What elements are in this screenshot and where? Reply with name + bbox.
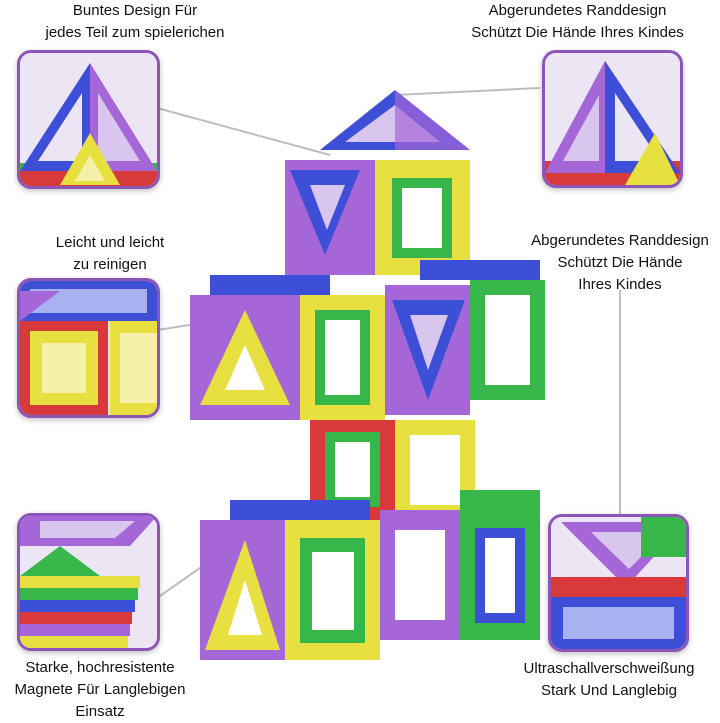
caption-mid-right: Abgerundetes Randdesign Schützt Die Händ… bbox=[525, 230, 715, 296]
caption-bottom-left: Starke, hochresistente Magnete Für Langl… bbox=[0, 657, 200, 723]
detail-thumbnail-easy-clean bbox=[17, 278, 160, 418]
magnetic-tile-robot-image bbox=[190, 90, 545, 660]
caption-line: Einsatz bbox=[75, 703, 125, 720]
caption-line: Abgerundetes Randdesign bbox=[531, 232, 709, 249]
caption-mid-left: Leicht und leicht zu reinigen bbox=[25, 232, 195, 276]
caption-line: jedes Teil zum spielerichen bbox=[45, 24, 225, 41]
caption-line: Schützt Die Hände bbox=[557, 254, 683, 271]
caption-line: Ihres Kindes bbox=[578, 276, 662, 293]
square-tile-detail-image bbox=[20, 281, 157, 415]
stacked-tiles-detail-image bbox=[20, 516, 157, 648]
caption-line: Schützt Die Hände Ihres Kindes bbox=[471, 24, 684, 41]
caption-line: Abgerundetes Randdesign bbox=[488, 2, 667, 19]
caption-line: Starke, hochresistente bbox=[25, 659, 175, 676]
caption-line: Ultraschallverschweißung bbox=[523, 660, 695, 677]
caption-line: Buntes Design Für bbox=[72, 2, 198, 19]
caption-line: Stark Und Langlebig bbox=[541, 682, 677, 699]
pyramid-detail-image bbox=[20, 53, 157, 186]
caption-top-right: Abgerundetes Randdesign Schützt Die Händ… bbox=[455, 0, 700, 44]
caption-top-left: Buntes Design Für jedes Teil zum spieler… bbox=[25, 0, 245, 44]
triangle-tile-detail-image bbox=[551, 517, 686, 649]
detail-thumbnail-rounded-edge bbox=[542, 50, 683, 188]
caption-line: Magnete Für Langlebigen bbox=[14, 681, 186, 698]
pyramid-detail-image bbox=[545, 53, 680, 185]
caption-bottom-right: Ultraschallverschweißung Stark Und Langl… bbox=[500, 658, 718, 702]
caption-line: zu reinigen bbox=[73, 256, 147, 273]
caption-line: Leicht und leicht bbox=[55, 234, 165, 251]
detail-thumbnail-colorful bbox=[17, 50, 160, 189]
detail-thumbnail-magnets bbox=[17, 513, 160, 651]
detail-thumbnail-ultrasonic-welding bbox=[548, 514, 689, 652]
